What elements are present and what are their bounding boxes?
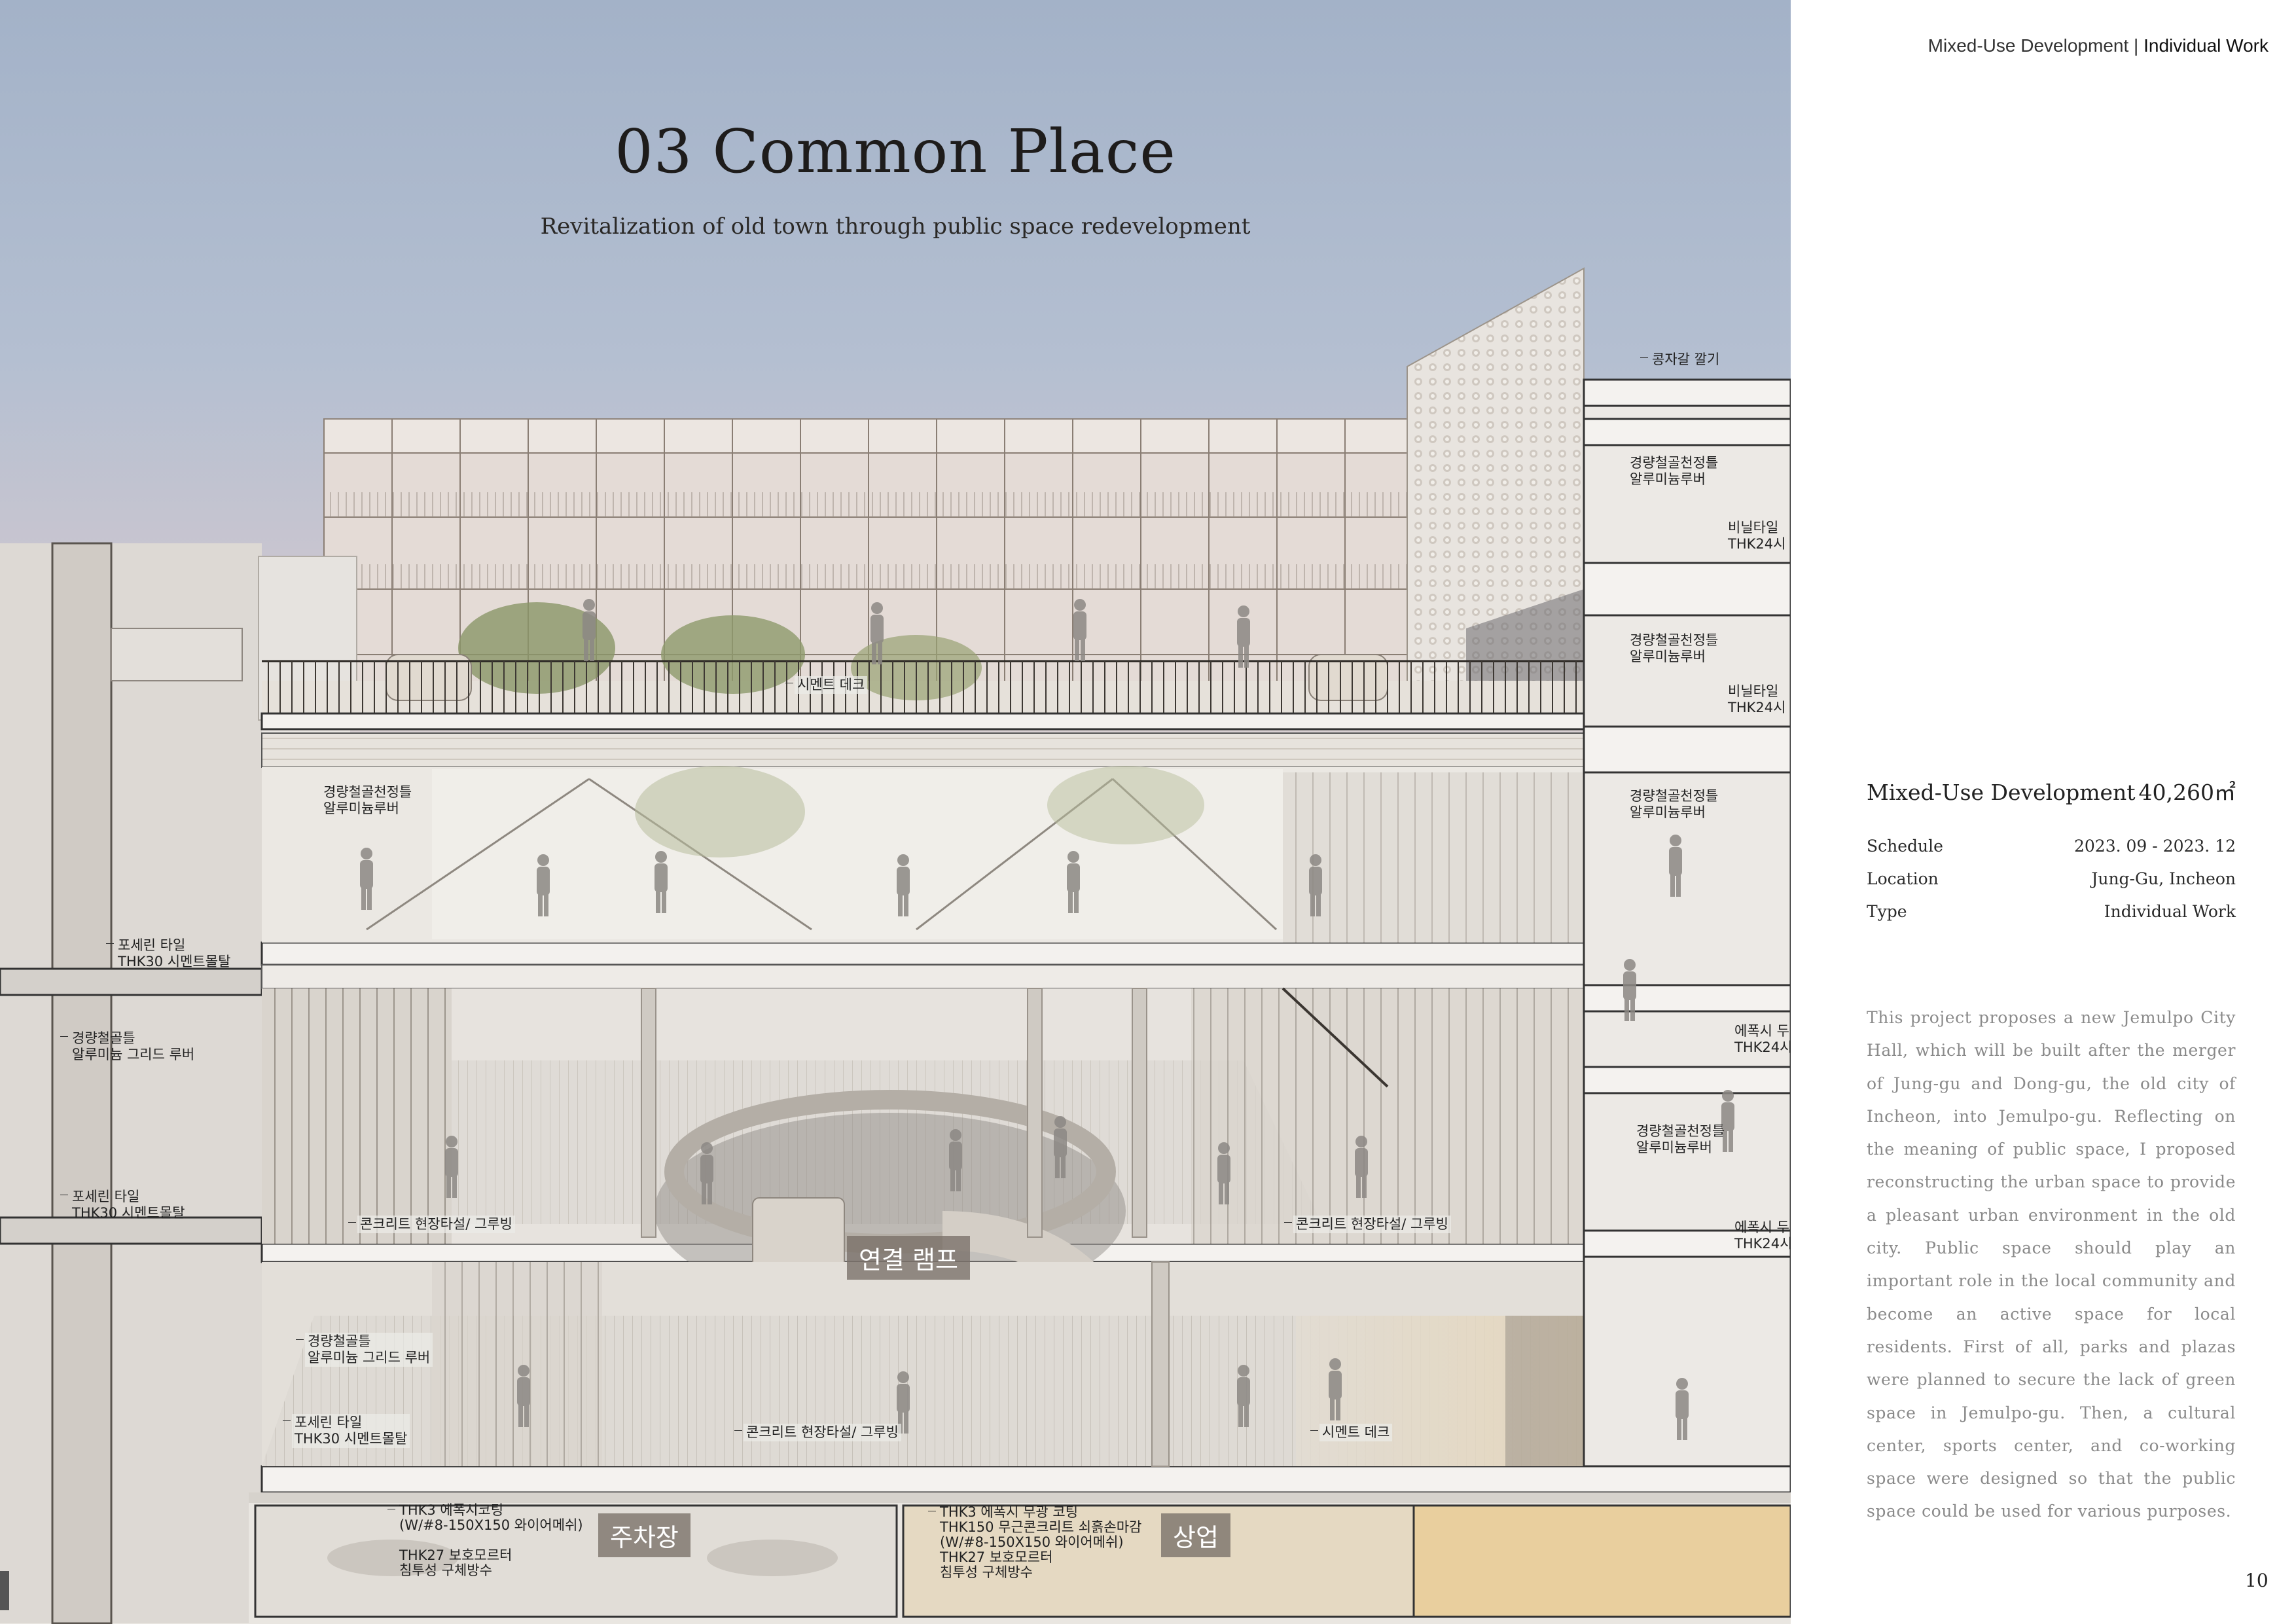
label-gravel: 콩자갈 깔기 — [1640, 351, 1722, 369]
header-program-line: Mixed-Use Development | Individual Work — [1928, 35, 2269, 56]
label-concrete-right: 콘크리트 현장타설/ 그루빙 — [1284, 1216, 1451, 1233]
header-work-type: Individual Work — [2144, 35, 2269, 56]
right-edge-building — [1583, 378, 1791, 1468]
label-epoxy-1: 에폭시 두 THK24시 — [1734, 1023, 1791, 1055]
page-title: 03 Common Place — [615, 117, 1176, 187]
info-key: Schedule — [1867, 837, 1943, 856]
label-porcelain-3: 포세린 타일 THK30 시멘트몰탈 — [282, 1414, 410, 1448]
label-ceiling-1: 경량철골천정틀 알루미늄루버 — [1630, 455, 1719, 487]
header-program: Mixed-Use Development — [1928, 35, 2129, 56]
people-silhouettes — [360, 599, 1734, 1440]
info-value: Jung-Gu, Incheon — [2091, 869, 2236, 888]
label-vinyl-2: 비닐타일 THK24시 — [1728, 683, 1786, 715]
label-epoxy-2: 에폭시 두 THK24시 — [1734, 1219, 1791, 1252]
main-hall — [262, 987, 1584, 1365]
header-separator: | — [2128, 35, 2144, 56]
label-ceiling-left: 경량철골천정틀 알루미늄루버 — [323, 784, 412, 816]
info-value: Individual Work — [2104, 902, 2236, 921]
zone-label-ramp: 연결 램프 — [847, 1236, 970, 1280]
label-concrete-left: 콘크리트 현장타설/ 그루빙 — [348, 1216, 515, 1233]
zone-label-parking: 주차장 — [598, 1513, 691, 1557]
zone-label-retail: 상업 — [1161, 1513, 1230, 1557]
info-row-type: Type Individual Work — [1867, 902, 2236, 935]
label-vinyl-1: 비닐타일 THK24시 — [1728, 520, 1786, 552]
project-name: Mixed-Use Development — [1867, 780, 2136, 805]
info-value: 2023. 09 - 2023. 12 — [2074, 837, 2236, 856]
label-porcelain-1: 포세린 타일 THK30 시멘트몰탈 — [105, 937, 233, 971]
label-steel-grid-1: 경량철골틀 알루미늄 그리드 루버 — [60, 1030, 197, 1064]
label-ceiling-4: 경량철골천정틀 알루미늄루버 — [1636, 1123, 1725, 1155]
lower-plaza — [262, 1261, 1791, 1467]
label-cement-deck-top: 시멘트 데크 — [785, 676, 868, 694]
info-row-schedule: Schedule 2023. 09 - 2023. 12 — [1867, 837, 2236, 869]
page-number: 10 — [2245, 1570, 2269, 1591]
label-retail-spec: THK3 에폭시 무광 코팅 THK150 무근콘크리트 쇠흙손마감 (W/#8… — [927, 1504, 1144, 1581]
label-ceiling-2: 경량철골천정틀 알루미늄루버 — [1630, 632, 1719, 664]
info-key: Location — [1867, 869, 1939, 888]
building-section-drawing — [0, 267, 1791, 1624]
level-3-lounge — [262, 766, 1584, 943]
label-cement-deck-bottom: 시멘트 데크 — [1310, 1424, 1393, 1441]
project-heading: Mixed-Use Development 40,260㎡ — [1867, 775, 2236, 806]
info-key: Type — [1867, 902, 1907, 921]
project-info-table: Schedule 2023. 09 - 2023. 12 Location Ju… — [1867, 837, 2236, 935]
label-concrete-bottom: 콘크리트 현장타설/ 그루빙 — [734, 1424, 901, 1441]
label-ceiling-3: 경량철골천정틀 알루미늄루버 — [1630, 788, 1719, 820]
section-perspective-image: 03 Common Place Revitalization of old to… — [0, 0, 1791, 1624]
label-porcelain-2: 포세린 타일 THK30 시멘트몰탈 — [60, 1188, 187, 1222]
page-subtitle: Revitalization of old town through publi… — [540, 213, 1251, 240]
label-parking-spec: THK3 에폭시코팅 (W/#8-150X150 와이어메쉬) THK27 보호… — [387, 1502, 586, 1579]
info-row-location: Location Jung-Gu, Incheon — [1867, 869, 2236, 902]
project-area: 40,260㎡ — [2138, 780, 2236, 805]
basement — [0, 1503, 1791, 1624]
label-steel-grid-2: 경량철골틀 알루미늄 그리드 루버 — [295, 1333, 433, 1367]
project-description: This project proposes a new Jemulpo City… — [1867, 1008, 2236, 1521]
floor-slabs — [249, 712, 1791, 1503]
